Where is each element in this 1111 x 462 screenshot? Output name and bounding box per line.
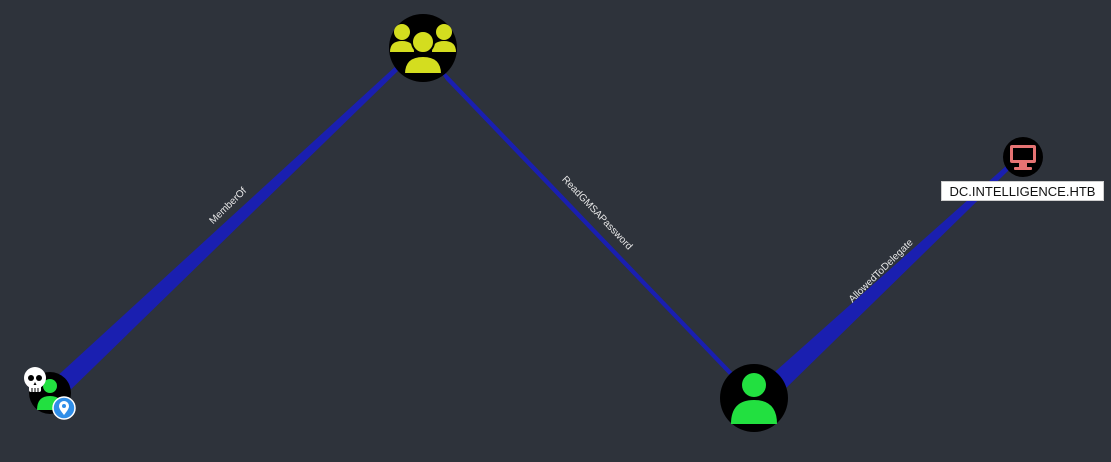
edge-label-readgmsapassword: ReadGMSAPassword: [559, 174, 634, 252]
computer-icon: [1010, 145, 1036, 170]
edge-readgmsapassword[interactable]: [433, 60, 739, 382]
gmsa-user-node[interactable]: [720, 364, 788, 432]
node-label-dc-intelligence-htb[interactable]: DC.INTELLIGENCE.HTB: [941, 181, 1104, 201]
edge-allowedtodelegate[interactable]: [768, 166, 1010, 392]
group-node[interactable]: [389, 14, 457, 82]
owned-user-node[interactable]: [24, 367, 76, 420]
location-pin-icon: [52, 396, 76, 420]
user-icon: [731, 373, 777, 424]
dc-computer-node[interactable]: [1003, 137, 1043, 177]
group-icon: [390, 24, 456, 75]
edge-memberof[interactable]: [42, 65, 401, 402]
skull-icon: [24, 367, 46, 392]
